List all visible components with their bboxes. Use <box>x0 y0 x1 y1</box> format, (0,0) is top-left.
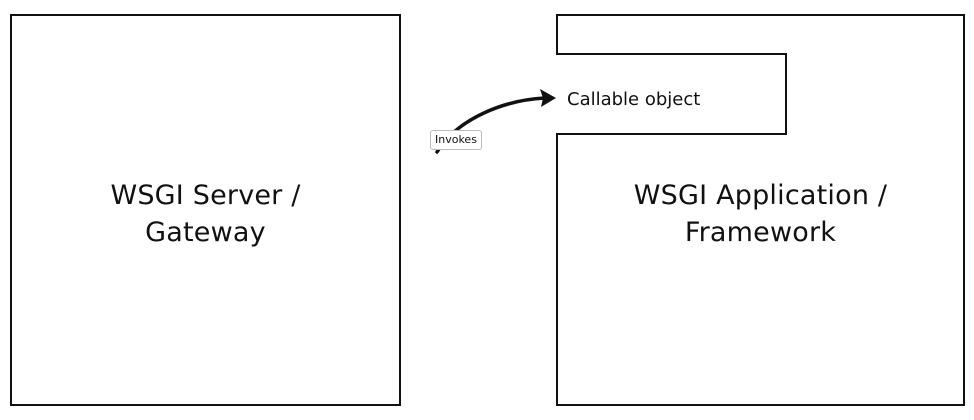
invokes-edge-label: Invokes <box>430 130 482 150</box>
callable-object-label: Callable object <box>567 89 701 110</box>
wsgi-application-label-line1: WSGI Application / <box>633 180 888 211</box>
wsgi-server-label: WSGI Server / Gateway <box>10 177 401 251</box>
wsgi-application-label-line2: Framework <box>684 217 837 248</box>
invokes-arrowhead <box>540 89 556 107</box>
wsgi-server-label-line2: Gateway <box>145 217 266 248</box>
wsgi-server-label-line1: WSGI Server / <box>110 180 301 211</box>
callable-object-box <box>556 53 787 135</box>
wsgi-application-label: WSGI Application / Framework <box>556 177 965 251</box>
wsgi-server-box <box>10 14 401 406</box>
